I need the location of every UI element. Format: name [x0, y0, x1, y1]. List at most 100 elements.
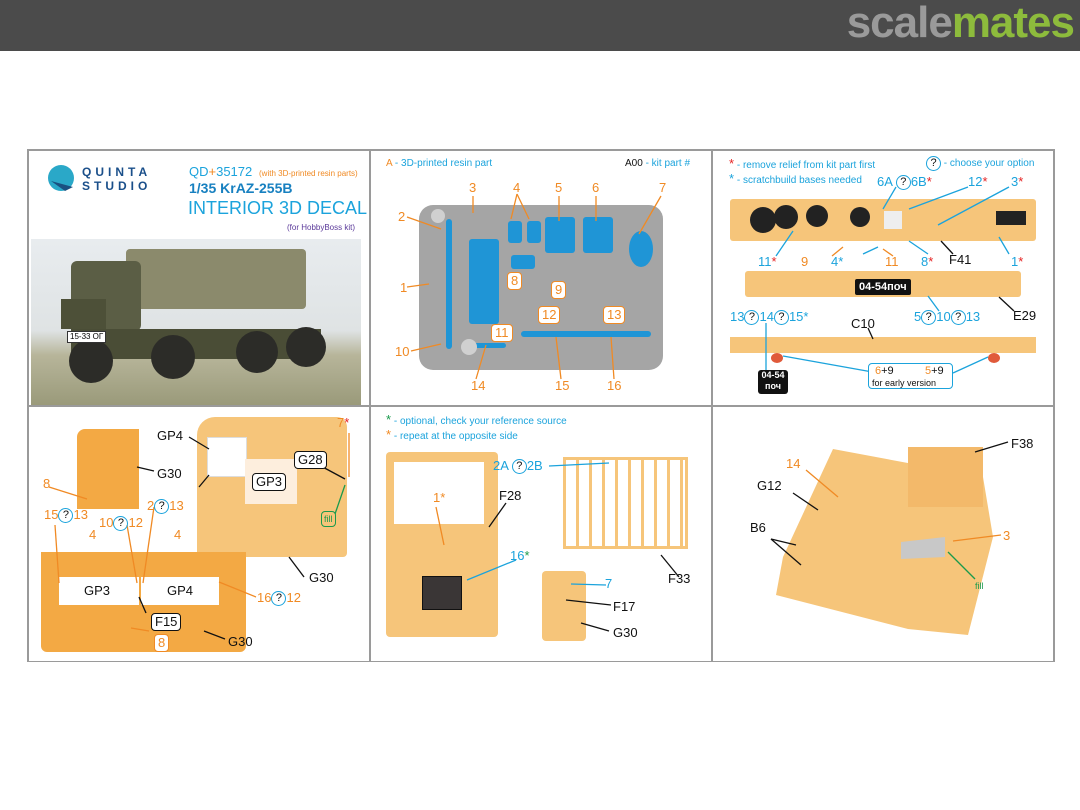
choose-option-icon: ? [511, 459, 527, 475]
callout-16: 16* [510, 548, 530, 563]
part-f28: F28 [499, 488, 522, 503]
part-f33: F33 [668, 571, 691, 586]
part-g30: G30 [613, 625, 638, 640]
callout-4-right: 4 [174, 527, 182, 542]
instruction-sheet: QUINTA STUDIO QD+35172 (with 3D-printed … [27, 149, 1055, 662]
part-g30-top: G30 [157, 466, 182, 481]
product-title: INTERIOR 3D DECAL [188, 198, 368, 218]
part-c10: C10 [851, 316, 875, 331]
callout-1: 1 [400, 280, 408, 295]
part-gp4-top: GP4 [157, 428, 184, 443]
cab-part-closeup [77, 429, 139, 509]
fill-note: fill [975, 581, 984, 591]
panel-product-header: QUINTA STUDIO QD+35172 (with 3D-printed … [28, 150, 370, 406]
part-gp3-top: GP3 [252, 473, 287, 491]
legend-kit-part: A00 - kit part # [625, 158, 691, 169]
callout-9: 9 [801, 254, 809, 269]
callout-3: 3* [1011, 174, 1024, 189]
plate-decal: 04-54поч [855, 279, 911, 295]
site-header: scalemates [0, 0, 1080, 51]
callout-4: 4* [831, 254, 844, 269]
part-g30-mid: G30 [309, 570, 334, 585]
panel-doors: * - optional, check your reference sourc… [370, 406, 712, 662]
callout-4-left: 4 [89, 527, 97, 542]
option-2a-2b: 2A ?2B [493, 458, 543, 475]
logo-quinta: QUINTA [82, 165, 152, 179]
part-f38: F38 [1011, 436, 1034, 451]
choose-option-icon: ? [950, 310, 966, 326]
legend-resin: A - 3D-printed resin part [386, 158, 493, 169]
panel-dashboard: * - remove relief from kit part first * … [712, 150, 1054, 406]
part-f41: F41 [949, 252, 972, 267]
option-16-12: 16?12 [257, 590, 301, 607]
callout-4: 4 [513, 180, 521, 195]
part-e29: E29 [1013, 308, 1037, 323]
callout-14: 14 [471, 378, 486, 393]
callout-11: 11 [885, 254, 899, 269]
boxed-8: 8 [154, 634, 170, 652]
panel-floor: F38 14 G12 B6 3 fill [712, 406, 1054, 662]
panel-cab-interior: GP4 G30 GP3 G28 7* fill 8 15?13 10?12 2?… [28, 406, 370, 662]
option-15-13: 15?13 [44, 507, 88, 524]
callout-12: 12* [968, 174, 988, 189]
choose-option-icon: ? [58, 508, 74, 524]
part-b6: B6 [750, 520, 766, 535]
part-f15: F15 [151, 613, 182, 631]
callout-3: 3 [1003, 528, 1011, 543]
logo-studio: STUDIO [82, 179, 152, 193]
callout-10: 10 [395, 344, 410, 359]
side-part-g30 [542, 571, 586, 641]
callout-3: 3 [469, 180, 477, 195]
callout-1: 1* [433, 490, 446, 505]
callout-1: 1* [1011, 254, 1024, 269]
callout-6: 6 [592, 180, 600, 195]
boxed-12: 12 [538, 306, 561, 324]
bumper-part-c10 [730, 337, 1036, 353]
callout-5: 5 [555, 180, 563, 195]
callout-7: 7 [659, 180, 667, 195]
legend-optional: * - optional, check your reference sourc… [386, 412, 567, 428]
part-g30-bottom: G30 [228, 634, 253, 649]
options-5-10-13: 5?10?13 [914, 309, 981, 326]
scalemates-logo[interactable]: scalemates [846, 0, 1075, 47]
part-f17: F17 [613, 599, 636, 614]
legend-choose-option: ? - choose your option [926, 156, 1034, 171]
product-code: QD+35172 [189, 164, 253, 179]
option-10-12: 10?12 [99, 515, 143, 532]
legend-scratchbuild: * - scratchbuild bases needed [729, 171, 862, 187]
choose-option-icon: ? [895, 175, 911, 191]
early-version-box: 6+9 5+9 for early version [868, 363, 953, 389]
part-gp3: GP3 [84, 583, 111, 598]
choose-option-icon: ? [773, 310, 789, 326]
callout-7: 7 [605, 576, 613, 591]
choose-option-icon: ? [921, 310, 937, 326]
choose-option-icon: ? [154, 499, 170, 515]
part-g12: G12 [757, 478, 782, 493]
door-part-f28 [386, 452, 498, 637]
callout-14: 14 [786, 456, 801, 471]
callout-16: 16 [607, 378, 622, 393]
panel-resin-parts: A - 3D-printed resin part A00 - kit part… [370, 150, 712, 406]
choose-option-icon: ? [113, 516, 129, 532]
truck-license-plate: 15-33 ОГ [67, 331, 107, 343]
boxed-9: 9 [551, 281, 567, 299]
resin-note: (with 3D-printed resin parts) [259, 169, 358, 178]
choose-option-icon: ? [271, 591, 287, 607]
callout-11-gauges: 11* [758, 254, 777, 269]
choose-option-icon: ? [926, 156, 941, 171]
callout-7: 7* [337, 415, 350, 430]
boxed-13: 13 [603, 306, 626, 324]
callout-2: 2 [398, 209, 406, 224]
callout-8-top: 8 [43, 476, 51, 491]
callout-8: 8* [921, 254, 934, 269]
option-2-13: 2?13 [147, 498, 184, 515]
legend-repeat: * - repeat at the opposite side [386, 427, 518, 443]
truck-photo: 15-33 ОГ [31, 239, 361, 405]
kit-note: (for HobbyBoss kit) [287, 223, 356, 232]
fill-note: fill [321, 511, 336, 527]
dashboard-part-f41 [730, 199, 1036, 241]
legend-remove-relief: * - remove relief from kit part first [729, 156, 876, 172]
resin-parts-plate [419, 205, 663, 370]
options-13-14-15: 13?14?15* [730, 309, 809, 326]
